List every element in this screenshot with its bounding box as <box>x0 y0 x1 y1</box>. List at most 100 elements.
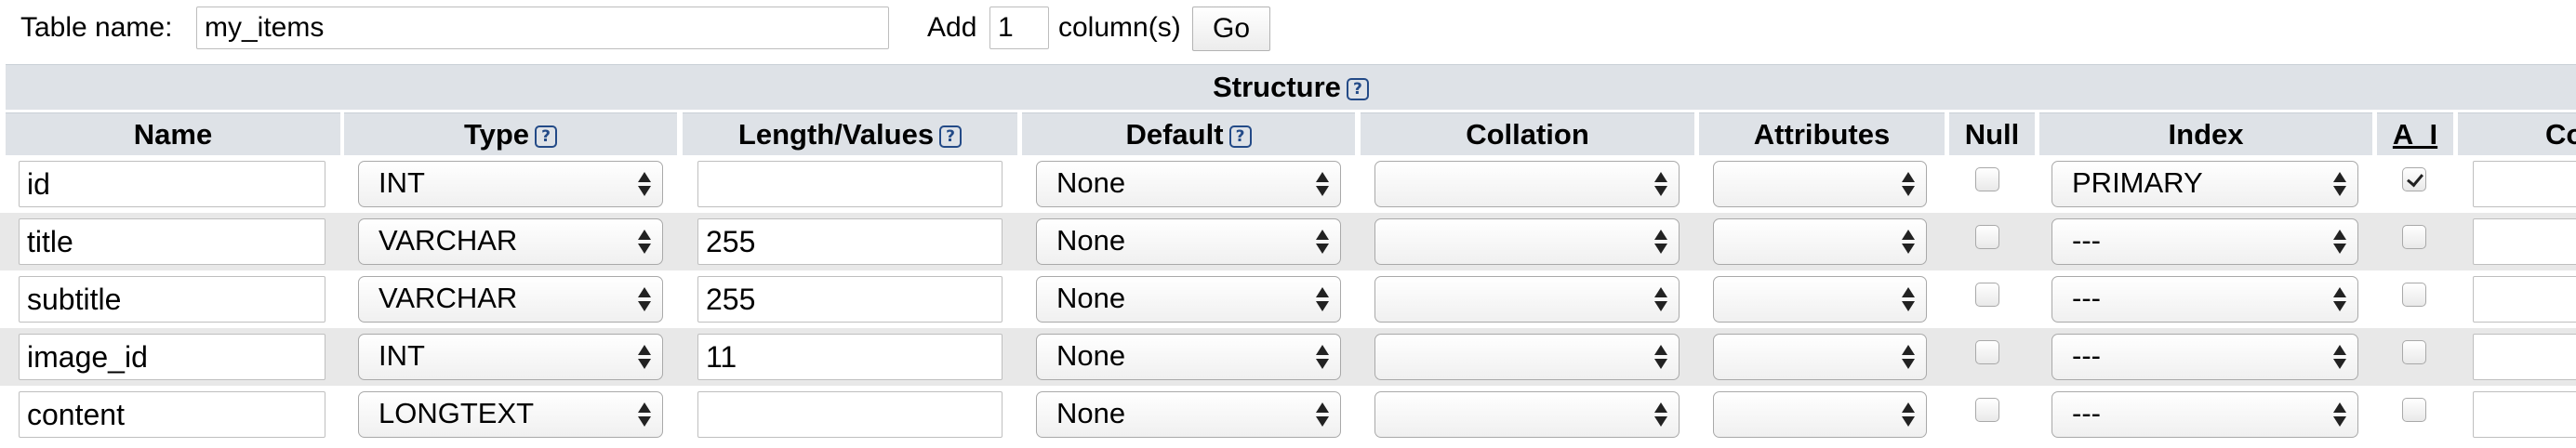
header-default: Default? <box>1022 112 1355 155</box>
type-select[interactable]: INT <box>358 161 663 207</box>
chevron-updown-icon <box>2333 285 2346 313</box>
index-select-value: --- <box>2072 282 2101 314</box>
collation-select[interactable] <box>1374 161 1680 207</box>
null-checkbox[interactable] <box>1975 283 1999 307</box>
help-icon[interactable]: ? <box>1228 125 1252 148</box>
length-values-input[interactable] <box>697 334 1003 380</box>
length-values-input[interactable] <box>697 161 1003 207</box>
chevron-updown-icon <box>1316 285 1329 313</box>
default-select[interactable]: None <box>1036 218 1341 265</box>
comments-input[interactable] <box>2473 161 2576 207</box>
chevron-updown-icon <box>2333 401 2346 428</box>
default-select[interactable]: None <box>1036 276 1341 323</box>
null-checkbox[interactable] <box>1975 225 1999 249</box>
default-select-value: None <box>1056 339 1126 372</box>
columns-label: column(s) <box>1058 12 1181 43</box>
attributes-select[interactable] <box>1713 334 1927 380</box>
table-name-input[interactable] <box>196 7 889 49</box>
collation-select[interactable] <box>1374 218 1680 265</box>
collation-select[interactable] <box>1374 391 1680 438</box>
chevron-updown-icon <box>1902 343 1915 371</box>
type-select[interactable]: VARCHAR <box>358 276 663 323</box>
default-select[interactable]: None <box>1036 334 1341 380</box>
column-name-input[interactable] <box>19 218 325 265</box>
attributes-select[interactable] <box>1713 161 1927 207</box>
chevron-updown-icon <box>1902 228 1915 256</box>
header-length-label: Length/Values <box>737 118 935 151</box>
chevron-updown-icon <box>638 343 651 371</box>
table-row: INT None --- <box>0 328 2576 386</box>
auto-increment-checkbox[interactable] <box>2402 167 2426 191</box>
help-icon[interactable]: ? <box>1346 77 1369 100</box>
structure-title: Structure <box>1213 71 1341 103</box>
table-row: VARCHAR None --- <box>0 213 2576 270</box>
length-values-input[interactable] <box>697 218 1003 265</box>
auto-increment-checkbox[interactable] <box>2402 340 2426 364</box>
null-checkbox[interactable] <box>1975 398 1999 422</box>
header-type: Type? <box>344 112 677 155</box>
type-select[interactable]: INT <box>358 334 663 380</box>
type-select-value: VARCHAR <box>378 282 518 314</box>
length-values-input[interactable] <box>697 391 1003 438</box>
null-checkbox[interactable] <box>1975 340 1999 364</box>
index-select[interactable]: --- <box>2052 334 2358 380</box>
comments-input[interactable] <box>2473 334 2576 380</box>
chevron-updown-icon <box>2333 228 2346 256</box>
header-type-label: Type <box>463 118 530 151</box>
index-select[interactable]: --- <box>2052 276 2358 323</box>
attributes-select[interactable] <box>1713 276 1927 323</box>
default-select[interactable]: None <box>1036 161 1341 207</box>
auto-increment-checkbox[interactable] <box>2402 398 2426 422</box>
column-name-input[interactable] <box>19 276 325 323</box>
chevron-updown-icon <box>1654 170 1667 198</box>
chevron-updown-icon <box>1316 170 1329 198</box>
header-index: Index <box>2039 112 2372 155</box>
go-button[interactable]: Go <box>1192 7 1270 51</box>
index-select-value: --- <box>2072 339 2101 372</box>
header-attributes: Attributes <box>1699 112 1945 155</box>
auto-increment-checkbox[interactable] <box>2402 225 2426 249</box>
chevron-updown-icon <box>638 401 651 428</box>
comments-input[interactable] <box>2473 391 2576 438</box>
default-select[interactable]: None <box>1036 391 1341 438</box>
header-collation-label: Collation <box>1466 118 1589 151</box>
table-row: VARCHAR None --- <box>0 270 2576 328</box>
default-select-value: None <box>1056 282 1126 314</box>
chevron-updown-icon <box>1654 285 1667 313</box>
index-select[interactable]: PRIMARY <box>2052 161 2358 207</box>
length-values-input[interactable] <box>697 276 1003 323</box>
header-length-values: Length/Values? <box>683 112 1017 155</box>
chevron-updown-icon <box>2333 170 2346 198</box>
header-default-label: Default <box>1125 118 1224 151</box>
default-select-value: None <box>1056 166 1126 199</box>
type-select[interactable]: LONGTEXT <box>358 391 663 438</box>
collation-select[interactable] <box>1374 276 1680 323</box>
auto-increment-checkbox[interactable] <box>2402 283 2426 307</box>
chevron-updown-icon <box>1316 401 1329 428</box>
type-select[interactable]: VARCHAR <box>358 218 663 265</box>
collation-select[interactable] <box>1374 334 1680 380</box>
chevron-updown-icon <box>1654 228 1667 256</box>
null-checkbox[interactable] <box>1975 167 1999 191</box>
header-collation: Collation <box>1361 112 1694 155</box>
index-select[interactable]: --- <box>2052 218 2358 265</box>
add-label: Add <box>927 12 977 43</box>
attributes-select[interactable] <box>1713 218 1927 265</box>
column-name-input[interactable] <box>19 161 325 207</box>
column-name-input[interactable] <box>19 334 325 380</box>
comments-input[interactable] <box>2473 218 2576 265</box>
structure-header: Structure? <box>6 64 2576 110</box>
help-icon[interactable]: ? <box>535 125 558 148</box>
index-select[interactable]: --- <box>2052 391 2358 438</box>
index-select-value: PRIMARY <box>2072 166 2203 199</box>
add-columns-count-input[interactable] <box>989 7 1049 49</box>
column-name-input[interactable] <box>19 391 325 438</box>
attributes-select[interactable] <box>1713 391 1927 438</box>
chevron-updown-icon <box>1902 170 1915 198</box>
table-row: INT None PRIMARY <box>0 155 2576 213</box>
chevron-updown-icon <box>1316 228 1329 256</box>
comments-input[interactable] <box>2473 276 2576 323</box>
chevron-updown-icon <box>1902 401 1915 428</box>
header-auto-increment: A_I <box>2377 112 2453 155</box>
help-icon[interactable]: ? <box>939 125 963 148</box>
